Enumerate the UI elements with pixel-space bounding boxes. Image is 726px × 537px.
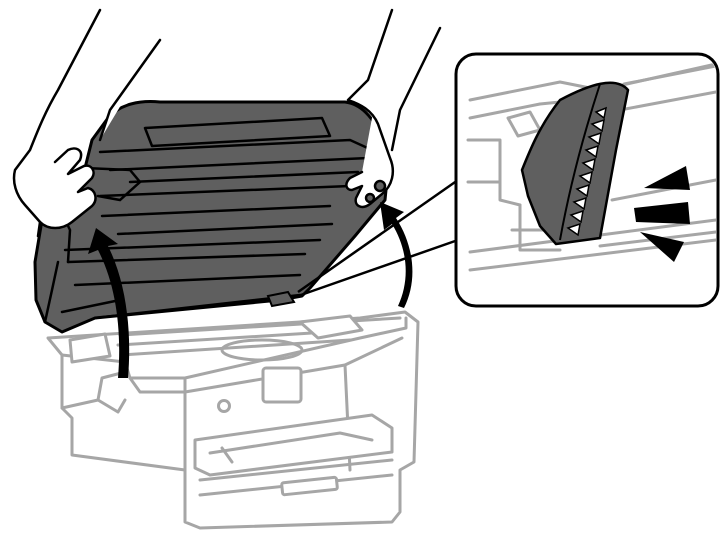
click-sound-icon: [634, 166, 690, 262]
print-head-carriage: [298, 314, 364, 340]
lift-arrow-right: [380, 202, 413, 308]
lift-arrow-left: [88, 228, 130, 378]
left-hand: [12, 8, 162, 238]
lift-arrow-icon: [88, 228, 130, 378]
printer-body: [46, 310, 420, 530]
callout-lines: [297, 178, 459, 298]
control-panel-screen: [261, 366, 303, 404]
scanner-unit: [33, 100, 390, 334]
cassette-handle: [280, 475, 339, 497]
lift-arrow-icon: [380, 202, 413, 308]
detail-inset: [454, 52, 720, 308]
right-hand: [345, 8, 442, 209]
output-tray: [193, 413, 394, 477]
power-button-icon: [217, 399, 231, 413]
